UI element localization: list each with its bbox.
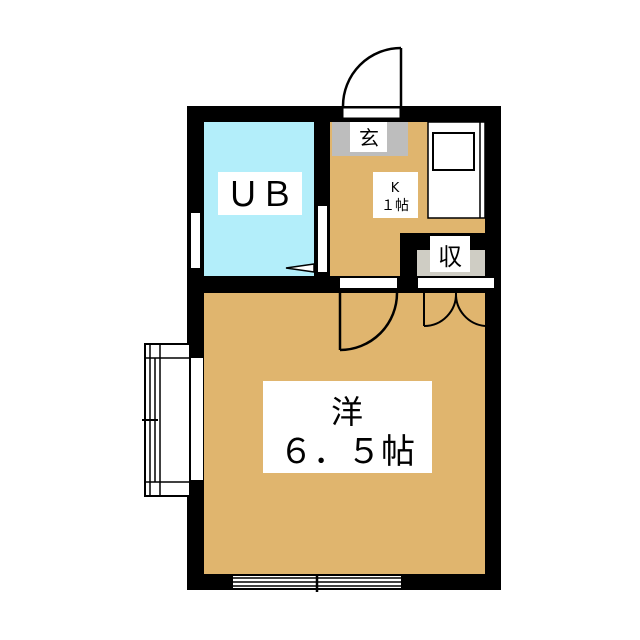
kitchen-label-line1: K <box>391 181 400 196</box>
bath-window[interactable] <box>191 213 200 268</box>
bath-door-icon <box>285 263 315 273</box>
unit-bath-label: ＵＢ <box>226 175 294 215</box>
unit-bath-label-box <box>218 172 302 215</box>
kitchen-label-line2: １帖 <box>381 198 409 214</box>
entrance-door[interactable] <box>341 46 403 107</box>
bottom-window[interactable] <box>233 574 401 592</box>
room-door[interactable] <box>338 292 399 352</box>
left-window[interactable] <box>142 343 203 497</box>
sink-icon <box>432 132 475 171</box>
western-room-label-box <box>263 381 432 473</box>
closet-door-opening[interactable] <box>418 278 494 288</box>
entrance-door-opening[interactable] <box>342 107 401 119</box>
closet-label-box <box>430 236 470 272</box>
entrance-label-box <box>350 122 387 152</box>
bath-door-opening[interactable] <box>318 206 327 272</box>
kitchen-label-box <box>373 172 418 218</box>
western-room-label-line2: ６．５帖 <box>279 432 415 472</box>
western-room-label-line1: 洋 <box>331 393 363 431</box>
room-door-opening[interactable] <box>340 278 397 288</box>
closet-doors[interactable] <box>423 292 486 327</box>
entrance-label: 玄 <box>359 126 379 150</box>
closet-label: 収 <box>438 243 462 271</box>
